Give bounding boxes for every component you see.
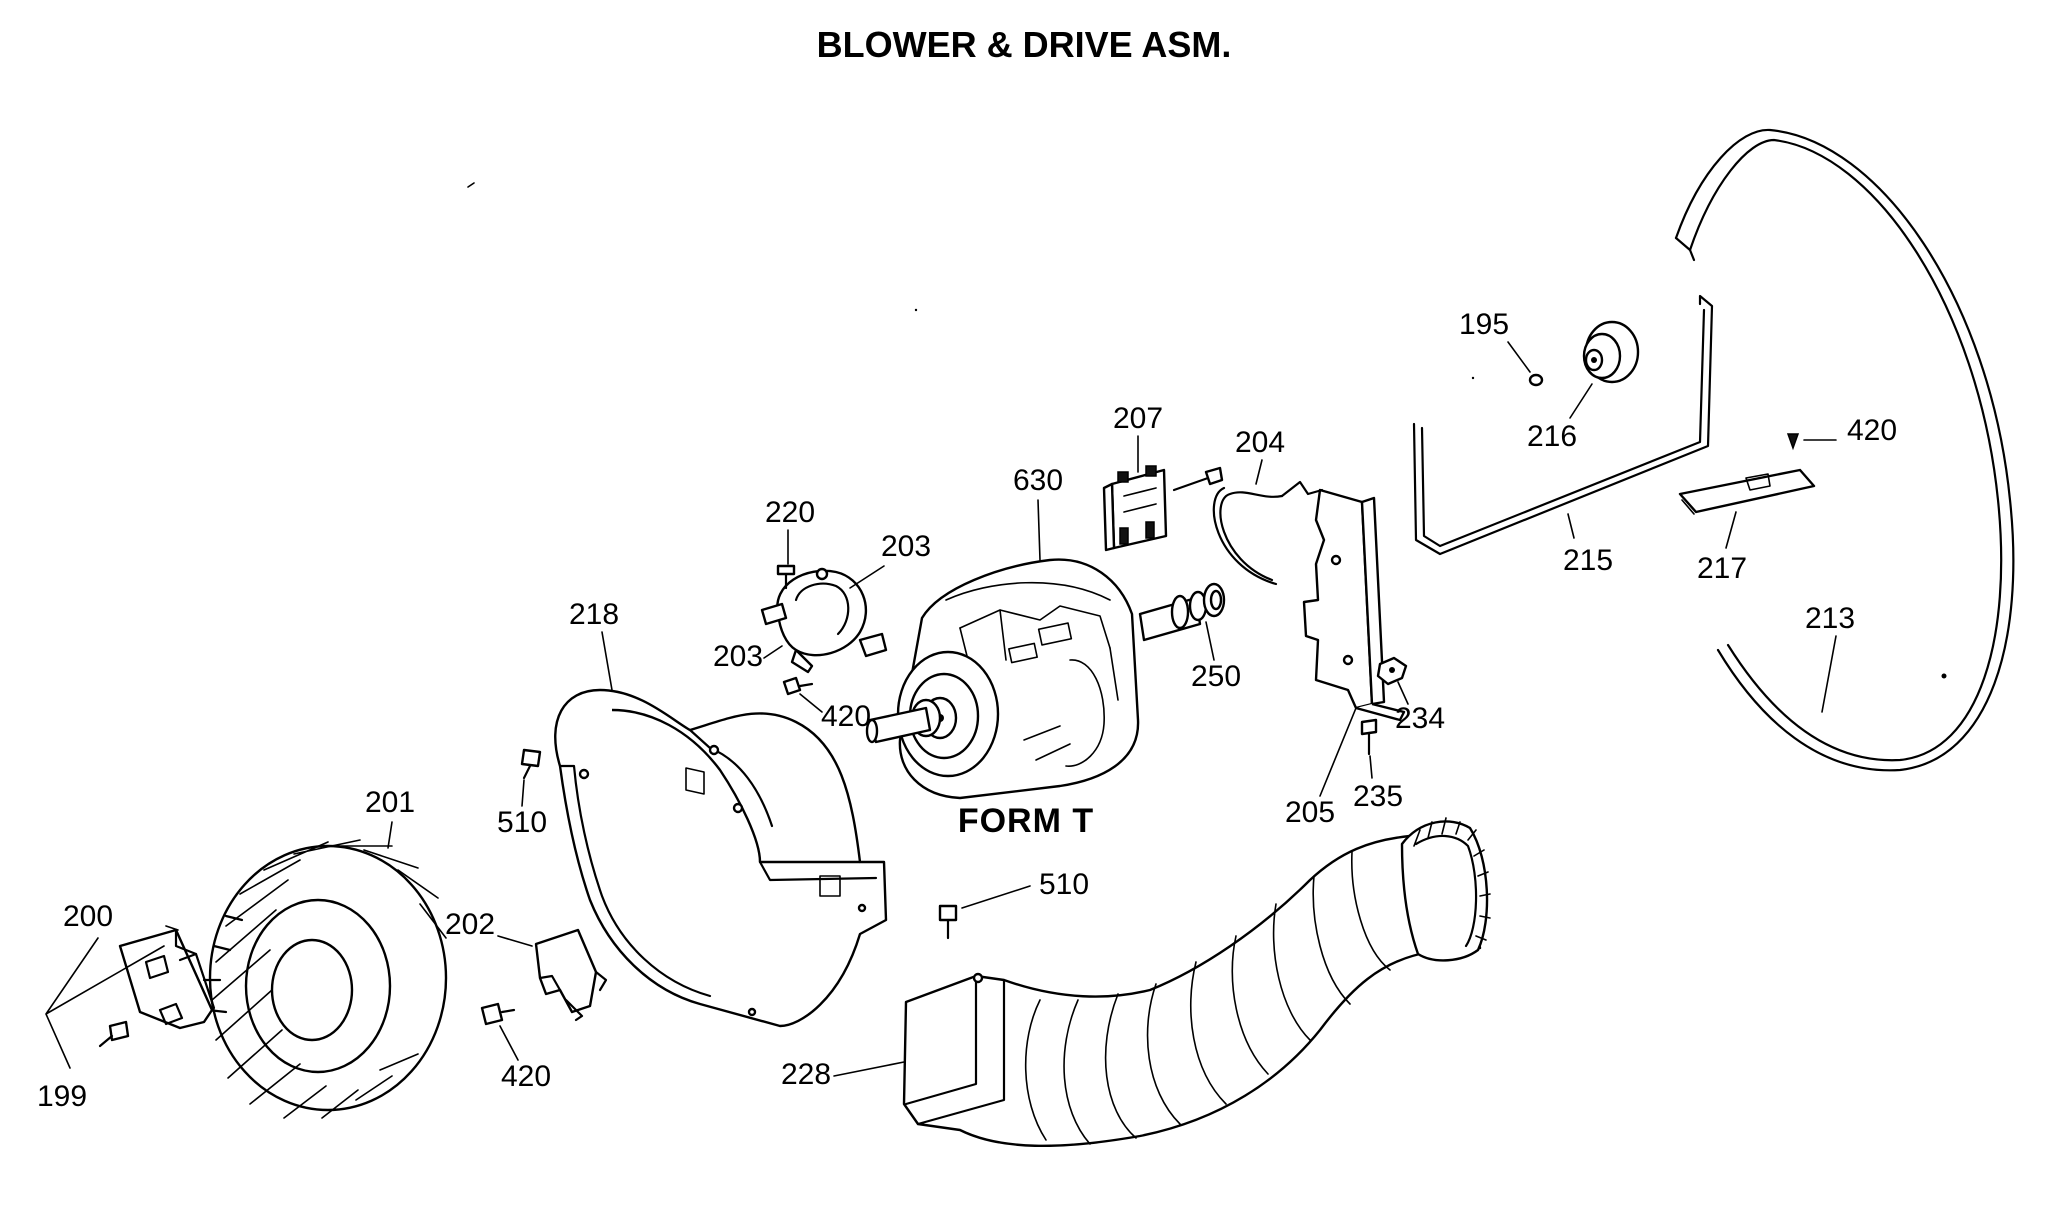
leader-200 [45,925,179,1069]
callout-630: 630 [1013,464,1063,497]
screw-220 [776,564,796,590]
leader-235 [1369,755,1373,779]
callout-202: 202 [445,908,495,941]
leader-228 [833,1061,905,1077]
callout-510-mid: 510 [1039,868,1089,901]
idler-bracket-217 [1678,468,1816,515]
leader-510-mid [961,885,1031,909]
leader-203-left [763,645,783,659]
leader-195 [1507,341,1531,373]
speck-mark [467,182,475,188]
screw-420-upper-right [1786,433,1800,451]
retainer-195 [1528,373,1544,387]
leader-205 [1319,707,1357,797]
callout-204: 204 [1235,426,1285,459]
callout-201: 201 [365,786,415,819]
motor-clamp-203 [760,567,888,674]
leader-216 [1569,383,1593,419]
callout-205: 205 [1285,796,1335,829]
screw-420-low [480,1002,516,1026]
leader-203-top [849,565,885,589]
callout-200: 200 [63,900,113,933]
callout-220: 220 [765,496,815,529]
leader-217 [1725,511,1737,549]
callout-420-mid: 420 [821,700,871,733]
motor-mount-205 [1302,488,1406,722]
callout-420-right: 420 [1847,414,1897,447]
leader-213 [1821,635,1837,713]
callout-217: 217 [1697,552,1747,585]
leader-204 [1255,459,1263,485]
leader-202 [497,935,533,947]
callout-195: 195 [1459,308,1509,341]
screw-235 [1360,718,1378,756]
callout-213: 213 [1805,602,1855,635]
centrifugal-switch-207 [1102,465,1168,552]
idler-pulley-216 [1582,320,1640,384]
blower-wheel-201 [202,839,448,1119]
callout-215: 215 [1563,544,1613,577]
callout-199: 199 [37,1080,87,1113]
screw-510-left [520,748,542,780]
callout-203-left: 203 [713,640,763,673]
callout-203-top: 203 [881,530,931,563]
exhaust-duct-228 [902,817,1491,1148]
switch-screw [1172,466,1224,492]
shield-202 [534,928,608,1022]
form-label: FORM T [958,802,1094,840]
leader-218 [601,631,613,691]
callout-228: 228 [781,1058,831,1091]
speck-mark [914,308,918,312]
screw-199 [98,1020,130,1048]
leader-510-left [521,779,525,807]
callout-510-left: 510 [497,806,547,839]
callout-216: 216 [1527,420,1577,453]
speck-mark [1471,376,1475,380]
leader-215 [1567,513,1575,539]
leader-630 [1037,499,1041,561]
drive-motor-630 [865,558,1226,800]
callout-420-low: 420 [501,1060,551,1093]
leader-250 [1205,621,1215,661]
leader-201 [387,821,393,849]
screw-420-mid [782,676,814,696]
diagram-title: BLOWER & DRIVE ASM. [817,24,1232,65]
callout-207: 207 [1113,402,1163,435]
nut-234 [1376,656,1408,686]
leader-420-low [499,1025,519,1061]
leader-234 [1397,681,1409,705]
motor-clip-204 [1212,480,1324,586]
screw-510-mid [938,904,958,940]
drum-belt-213 [1674,128,2015,772]
callout-234: 234 [1395,702,1445,735]
blower-clip-200 [118,928,216,1030]
idler-rod-215 [1412,294,1714,556]
callout-235: 235 [1353,780,1403,813]
leader-420-mid [799,693,823,713]
callout-250: 250 [1191,660,1241,693]
callout-218: 218 [569,598,619,631]
blower-housing-218 [554,688,888,1028]
